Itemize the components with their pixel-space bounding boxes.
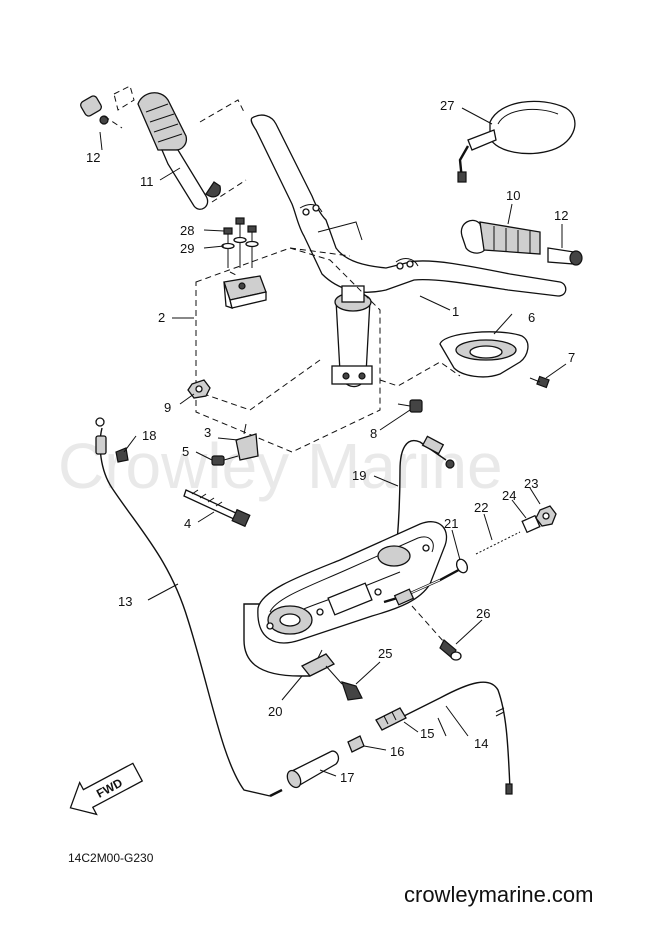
- cable-13: [95, 417, 283, 798]
- right-grip-end: [547, 247, 583, 266]
- cable-clip-18: [115, 447, 129, 463]
- part-21-washer: [455, 558, 469, 574]
- assembly-outline-right: [379, 361, 461, 387]
- callout-18: 18: [142, 428, 156, 443]
- handlebar: [250, 114, 567, 297]
- callout-8: 8: [370, 426, 377, 441]
- leader-lines: [99, 107, 567, 777]
- callout-12-right: 12: [554, 208, 568, 223]
- callout-24: 24: [502, 488, 516, 503]
- callout-26: 26: [476, 606, 490, 621]
- callout-15: 15: [420, 726, 434, 741]
- guide-bolt: [211, 455, 239, 466]
- part-22-spring: [475, 531, 521, 555]
- callout-3: 3: [204, 425, 211, 440]
- callout-11: 11: [140, 174, 154, 189]
- callout-20: 20: [268, 704, 282, 719]
- cover-bolt-26: [411, 605, 462, 661]
- callout-numbers: 1 2 3 4 5 6 7 8 9 10 11 12 12 13 14 14 1…: [86, 98, 575, 785]
- callout-25: 25: [378, 646, 392, 661]
- callout-7: 7: [568, 350, 575, 365]
- callout-14: 14: [474, 736, 488, 751]
- crankcase-cover: [257, 521, 448, 644]
- mirror: [457, 100, 576, 183]
- cable-end-assembly: [383, 564, 467, 606]
- callout-4: 4: [184, 516, 191, 531]
- callout-16: 16: [390, 744, 404, 759]
- callout-6: 6: [528, 310, 535, 325]
- assembly-outline: [195, 247, 381, 453]
- left-grip-end: [80, 95, 123, 129]
- cable-tie: [183, 489, 251, 528]
- callout-23: 23: [524, 476, 538, 491]
- bolt-25: [325, 665, 363, 701]
- holder-bolts: [221, 217, 259, 277]
- callout-19: 19: [352, 468, 366, 483]
- callout-2: 2: [158, 310, 165, 325]
- cable-junction-15: [375, 707, 407, 731]
- cable-14: [403, 681, 513, 795]
- handle-holder: [223, 275, 267, 309]
- diagram-code: 14C2M00-G230: [68, 851, 154, 865]
- left-grip: [113, 85, 247, 210]
- fwd-arrow: FWD: [69, 762, 144, 816]
- stem-bolt: [397, 399, 423, 413]
- handlebar-stem: [331, 285, 373, 388]
- assembly-link: [289, 247, 351, 257]
- part-23-cap: [535, 505, 557, 527]
- part-16-collar: [347, 735, 365, 753]
- stem-nut: [187, 379, 211, 399]
- assembly-outline-inner: [197, 359, 321, 411]
- cable-guide: [235, 423, 259, 461]
- callout-1: 1: [452, 304, 459, 319]
- callout-13: 13: [118, 594, 132, 609]
- throttle-grip-17: [286, 750, 340, 789]
- handle-cover: [439, 331, 529, 378]
- callout-27: 27: [440, 98, 454, 113]
- callout-5: 5: [182, 444, 189, 459]
- website-label: crowleymarine.com: [404, 882, 594, 907]
- bracket-20: [300, 649, 336, 677]
- callout-10: 10: [506, 188, 520, 203]
- callout-12-left: 12: [86, 150, 100, 165]
- callout-21: 21: [444, 516, 458, 531]
- callout-9: 9: [164, 400, 171, 415]
- callout-28: 28: [180, 223, 194, 238]
- right-grip: [460, 219, 541, 255]
- callout-29: 29: [180, 241, 194, 256]
- callout-17: 17: [340, 770, 354, 785]
- part-24-guide: [521, 514, 541, 534]
- cover-screw: [529, 375, 550, 389]
- callout-22: 22: [474, 500, 488, 515]
